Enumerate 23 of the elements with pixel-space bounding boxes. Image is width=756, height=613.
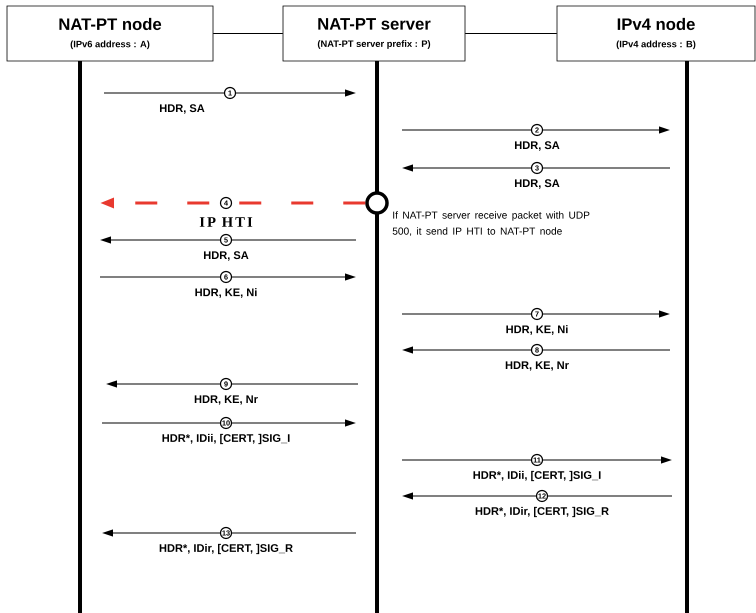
- connector-line: [213, 32, 283, 34]
- participant-box: NAT-PT server (NAT-PT server prefix : P): [282, 6, 466, 62]
- edge-label: HDR*, IDir, [CERT, ]SIG_R: [160, 544, 293, 554]
- lifeline: [78, 61, 82, 613]
- edge-label: HDR, SA: [204, 251, 248, 261]
- participant-box: IPv4 node (IPv4 address : B): [556, 6, 756, 62]
- edge-label: HDR, KE, Nr: [194, 395, 258, 405]
- edge-label: HDR, KE, Ni: [195, 288, 257, 298]
- lifeline: [375, 61, 379, 613]
- edge-label: HDR*, IDir, [CERT, ]SIG_R: [476, 506, 609, 518]
- participant-box: NAT-PT node (IPv6 address : A): [6, 6, 214, 62]
- edge-label: HDR, SA: [515, 179, 560, 189]
- edge-label: HDR, SA: [160, 104, 204, 114]
- note-text: If NAT-PT server receive packet with UDP 500, it send IP HTI to NAT-PT node: [392, 211, 590, 236]
- lifeline: [685, 61, 689, 613]
- edge-label: IP HTI: [200, 217, 252, 227]
- edge-label: HDR*, IDii, [CERT, ]SIG_I: [162, 434, 290, 444]
- edge-label: HDR, KE, Ni: [506, 325, 568, 335]
- circle-marker: [365, 191, 389, 215]
- edge-label: HDR*, IDii, [CERT, ]SIG_I: [473, 470, 601, 482]
- connector-line: [465, 32, 557, 34]
- edge-label: HDR, KE, Nr: [506, 361, 569, 371]
- edge-label: HDR, SA: [515, 141, 560, 151]
